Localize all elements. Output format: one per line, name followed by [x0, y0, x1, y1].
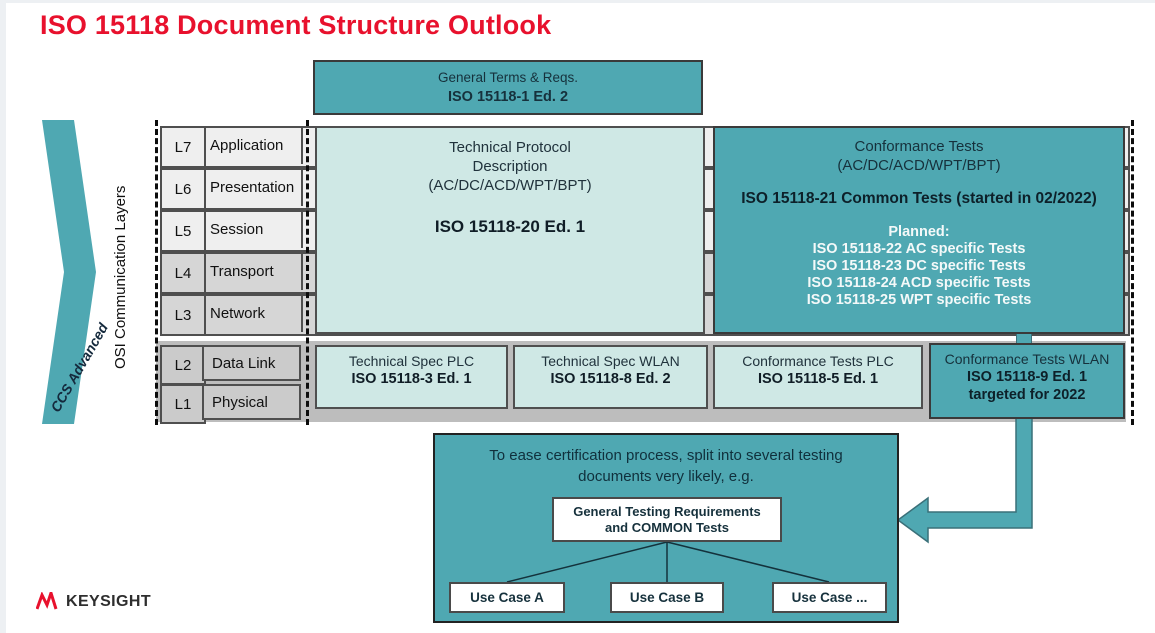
general-testing-requirements-box: General Testing Requirements and COMMON …: [552, 497, 782, 542]
planned-item-4: ISO 15118-25 WPT specific Tests: [806, 292, 1032, 308]
conformance-plc-title: Conformance Tests PLC: [742, 353, 894, 369]
protocol-title-line1: Technical Protocol: [449, 139, 571, 156]
technical-protocol-box: Technical Protocol Description (AC/DC/AC…: [315, 126, 705, 334]
conformance-tests-box: Conformance Tests (AC/DC/ACD/WPT/BPT) IS…: [713, 126, 1125, 334]
row-divider-l5: [301, 210, 303, 248]
protocol-doc: ISO 15118-20 Ed. 1: [434, 217, 586, 236]
tech-spec-wlan-title: Technical Spec WLAN: [541, 353, 680, 369]
osi-layer-name-l3: Network: [210, 304, 266, 322]
keysight-logo: KEYSIGHT: [36, 592, 151, 612]
ccs-advanced-label: CCS Advanced: [47, 320, 112, 415]
conformance-wlan-doc: ISO 15118-9 Ed. 1: [966, 369, 1088, 385]
protocol-scope: (AC/DC/ACD/WPT/BPT): [428, 177, 592, 194]
osi-layer-name-l2: Data Link: [202, 345, 301, 381]
conformance-wlan-title: Conformance Tests WLAN: [944, 351, 1110, 367]
general-terms-doc: ISO 15118-1 Ed. 2: [447, 89, 569, 105]
tech-spec-plc-title: Technical Spec PLC: [348, 353, 475, 369]
use-case-a-box: Use Case A: [449, 582, 565, 613]
certification-callout-box: To ease certification process, split int…: [433, 433, 899, 623]
callout-intro-line2: documents very likely, e.g.: [578, 468, 754, 485]
keysight-waveform-icon: [36, 592, 58, 610]
page-title: ISO 15118 Document Structure Outlook: [40, 10, 552, 40]
protocol-title-line2: Description: [472, 158, 548, 175]
dashed-line-left: [155, 120, 158, 425]
dashed-line-middle: [306, 120, 309, 425]
general-terms-title: General Terms & Reqs.: [437, 70, 579, 85]
osi-layer-name-l7: Application: [210, 136, 284, 154]
row-divider-l4: [301, 252, 303, 290]
osi-layer-name-l6: Presentation: [210, 178, 295, 196]
tech-spec-wlan-box: Technical Spec WLAN ISO 15118-8 Ed. 2: [513, 345, 708, 409]
dashed-line-right: [1131, 120, 1134, 425]
osi-layer-name-l1: Physical: [202, 384, 301, 420]
row-divider-l3: [301, 294, 303, 332]
arrow-wlan-to-callout: [896, 416, 1033, 544]
osi-layer-number-l4: L4: [160, 252, 206, 294]
planned-item-3: ISO 15118-24 ACD specific Tests: [807, 275, 1031, 291]
osi-layer-number-l1: L1: [160, 384, 206, 424]
conformance-wlan-note: targeted for 2022: [968, 387, 1086, 403]
tech-spec-wlan-doc: ISO 15118-8 Ed. 2: [550, 371, 671, 387]
osi-layer-number-l7: L7: [160, 126, 206, 168]
osi-layer-number-l3: L3: [160, 294, 206, 336]
root-box-line2: and COMMON Tests: [605, 520, 729, 535]
osi-axis-label: OSI Communication Layers: [112, 185, 129, 369]
conformance-common-doc: ISO 15118-21 Common Tests (started in 02…: [741, 190, 1097, 207]
osi-layer-number-l5: L5: [160, 210, 206, 252]
general-terms-box: General Terms & Reqs. ISO 15118-1 Ed. 2: [313, 60, 703, 115]
conformance-wlan-box: Conformance Tests WLAN ISO 15118-9 Ed. 1…: [929, 343, 1125, 419]
planned-item-1: ISO 15118-22 AC specific Tests: [812, 241, 1026, 257]
use-case-b-box: Use Case B: [610, 582, 724, 613]
osi-layer-number-l6: L6: [160, 168, 206, 210]
osi-layer-name-l4: Transport: [210, 262, 274, 280]
root-box-line1: General Testing Requirements: [573, 504, 761, 519]
tech-spec-plc-doc: ISO 15118-3 Ed. 1: [351, 371, 472, 387]
use-case-other-box: Use Case ...: [772, 582, 887, 613]
row-divider-l6: [301, 168, 303, 206]
osi-layer-name-l5: Session: [210, 220, 264, 238]
planned-label: Planned:: [888, 224, 950, 240]
connector-conformance-to-wlan: [1016, 333, 1032, 345]
tech-spec-plc-box: Technical Spec PLC ISO 15118-3 Ed. 1: [315, 345, 508, 409]
planned-item-2: ISO 15118-23 DC specific Tests: [812, 258, 1026, 274]
conformance-title: Conformance Tests: [854, 138, 984, 155]
keysight-logo-text: KEYSIGHT: [66, 593, 151, 610]
conformance-scope: (AC/DC/ACD/WPT/BPT): [837, 157, 1001, 174]
row-divider-l7: [301, 126, 303, 164]
osi-layer-number-l2: L2: [160, 345, 206, 385]
conformance-plc-box: Conformance Tests PLC ISO 15118-5 Ed. 1: [713, 345, 923, 409]
conformance-plc-doc: ISO 15118-5 Ed. 1: [757, 371, 879, 387]
callout-intro-line1: To ease certification process, split int…: [489, 447, 843, 464]
